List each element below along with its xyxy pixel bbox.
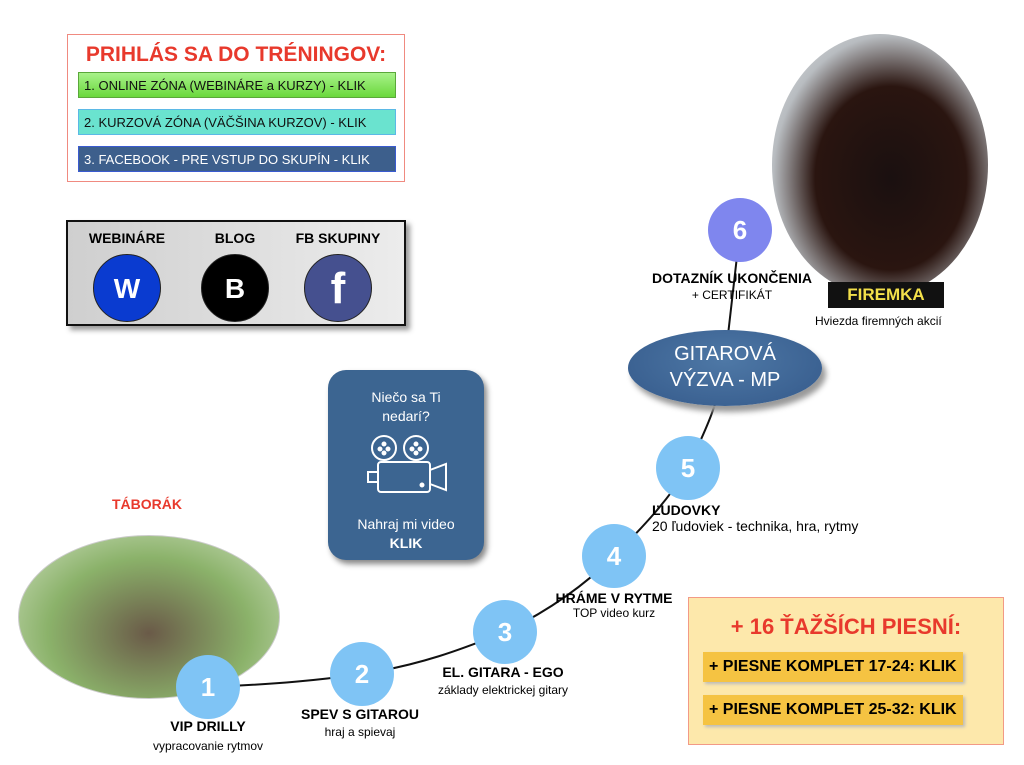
step-3-label: EL. GITARA - EGO základy elektrickej gita…: [438, 664, 568, 697]
video-camera-icon: [367, 435, 447, 493]
step-3-node[interactable]: 3: [473, 600, 537, 664]
firemka-photo[interactable]: [772, 34, 988, 296]
fb-groups-label: FB SKUPINY: [295, 230, 381, 246]
firemka-subtitle: Hviezda firemných akcií: [815, 314, 942, 328]
video-cta: KLIK: [389, 535, 423, 551]
songs-title: + 16 ŤAŽŠÍCH PIESNÍ:: [730, 614, 962, 639]
video-text-2: nedarí?: [382, 408, 430, 424]
video-text-1: Niečo sa Ti: [371, 389, 441, 405]
step-2-node[interactable]: 2: [330, 642, 394, 706]
blog-icon[interactable]: B: [201, 254, 269, 322]
webinars-icon[interactable]: W: [93, 254, 161, 322]
step-sub: hraj a spievaj: [324, 725, 396, 739]
webinars-link[interactable]: WEBINÁRE W: [77, 230, 177, 322]
step-sub: vypracovanie rytmov: [152, 739, 264, 753]
blog-link[interactable]: BLOG B: [185, 230, 285, 322]
step-6-node[interactable]: 6: [708, 198, 772, 262]
webinars-label: WEBINÁRE: [88, 230, 166, 246]
step-sub: 20 ľudoviek - technika, hra, rytmy: [652, 518, 859, 534]
step-sub: + CERTIFIKÁT: [691, 288, 773, 302]
step-sub: TOP video kurz: [572, 606, 656, 620]
harder-songs-panel: + 16 ŤAŽŠÍCH PIESNÍ: + PIESNE KOMPLET 17…: [688, 597, 1004, 745]
step-title: ĽUDOVKY: [652, 502, 721, 518]
blog-label: BLOG: [214, 230, 256, 246]
facebook-icon[interactable]: f: [304, 254, 372, 322]
step-title: VIP DRILLY: [170, 718, 246, 734]
video-text-3: Nahraj mi video: [357, 516, 455, 532]
step-1-label: VIP DRILLY vypracovanie rytmov: [153, 718, 263, 753]
login-panel: PRIHLÁS SA DO TRÉNINGOV: 1. ONLINE ZÓNA …: [67, 34, 405, 182]
step-sub: základy elektrickej gitary: [437, 683, 569, 697]
guitar-challenge-hub[interactable]: GITAROVÁ VÝZVA - MP: [628, 330, 822, 406]
login-title: PRIHLÁS SA DO TRÉNINGOV:: [85, 43, 387, 66]
step-title: HRÁME V RYTME: [555, 590, 673, 606]
songs-25-32-button[interactable]: + PIESNE KOMPLET 25-32: KLIK: [703, 695, 963, 725]
step-6-label: DOTAZNÍK UKONČENIA + CERTIFIKÁT: [652, 270, 812, 302]
campfire-photo[interactable]: [18, 535, 280, 699]
step-5-node[interactable]: 5: [656, 436, 720, 500]
course-zone-button[interactable]: 2. KURZOVÁ ZÓNA (VÄČŠINA KURZOV) - KLIK: [78, 109, 396, 135]
facebook-button[interactable]: 3. FACEBOOK - PRE VSTUP DO SKUPÍN - KLIK: [78, 146, 396, 172]
hub-line-1: GITAROVÁ: [674, 343, 776, 365]
step-title: SPEV S GITAROU: [301, 706, 419, 722]
hub-line-2: VÝZVA - MP: [669, 369, 781, 391]
step-4-node[interactable]: 4: [582, 524, 646, 588]
step-2-label: SPEV S GITAROU hraj a spievaj: [301, 706, 419, 739]
songs-17-24-button[interactable]: + PIESNE KOMPLET 17-24: KLIK: [703, 652, 963, 682]
fb-groups-link[interactable]: FB SKUPINY f: [288, 230, 388, 322]
step-title: EL. GITARA - EGO: [442, 664, 564, 680]
step-title: DOTAZNÍK UKONČENIA: [652, 270, 812, 286]
step-1-node[interactable]: 1: [176, 655, 240, 719]
online-zone-button[interactable]: 1. ONLINE ZÓNA (WEBINÁRE a KURZY) - KLIK: [78, 72, 396, 98]
links-panel: WEBINÁRE W BLOG B FB SKUPINY f: [66, 220, 406, 326]
firemka-title: FIREMKA: [828, 282, 944, 308]
campfire-title: TÁBORÁK: [112, 496, 182, 512]
